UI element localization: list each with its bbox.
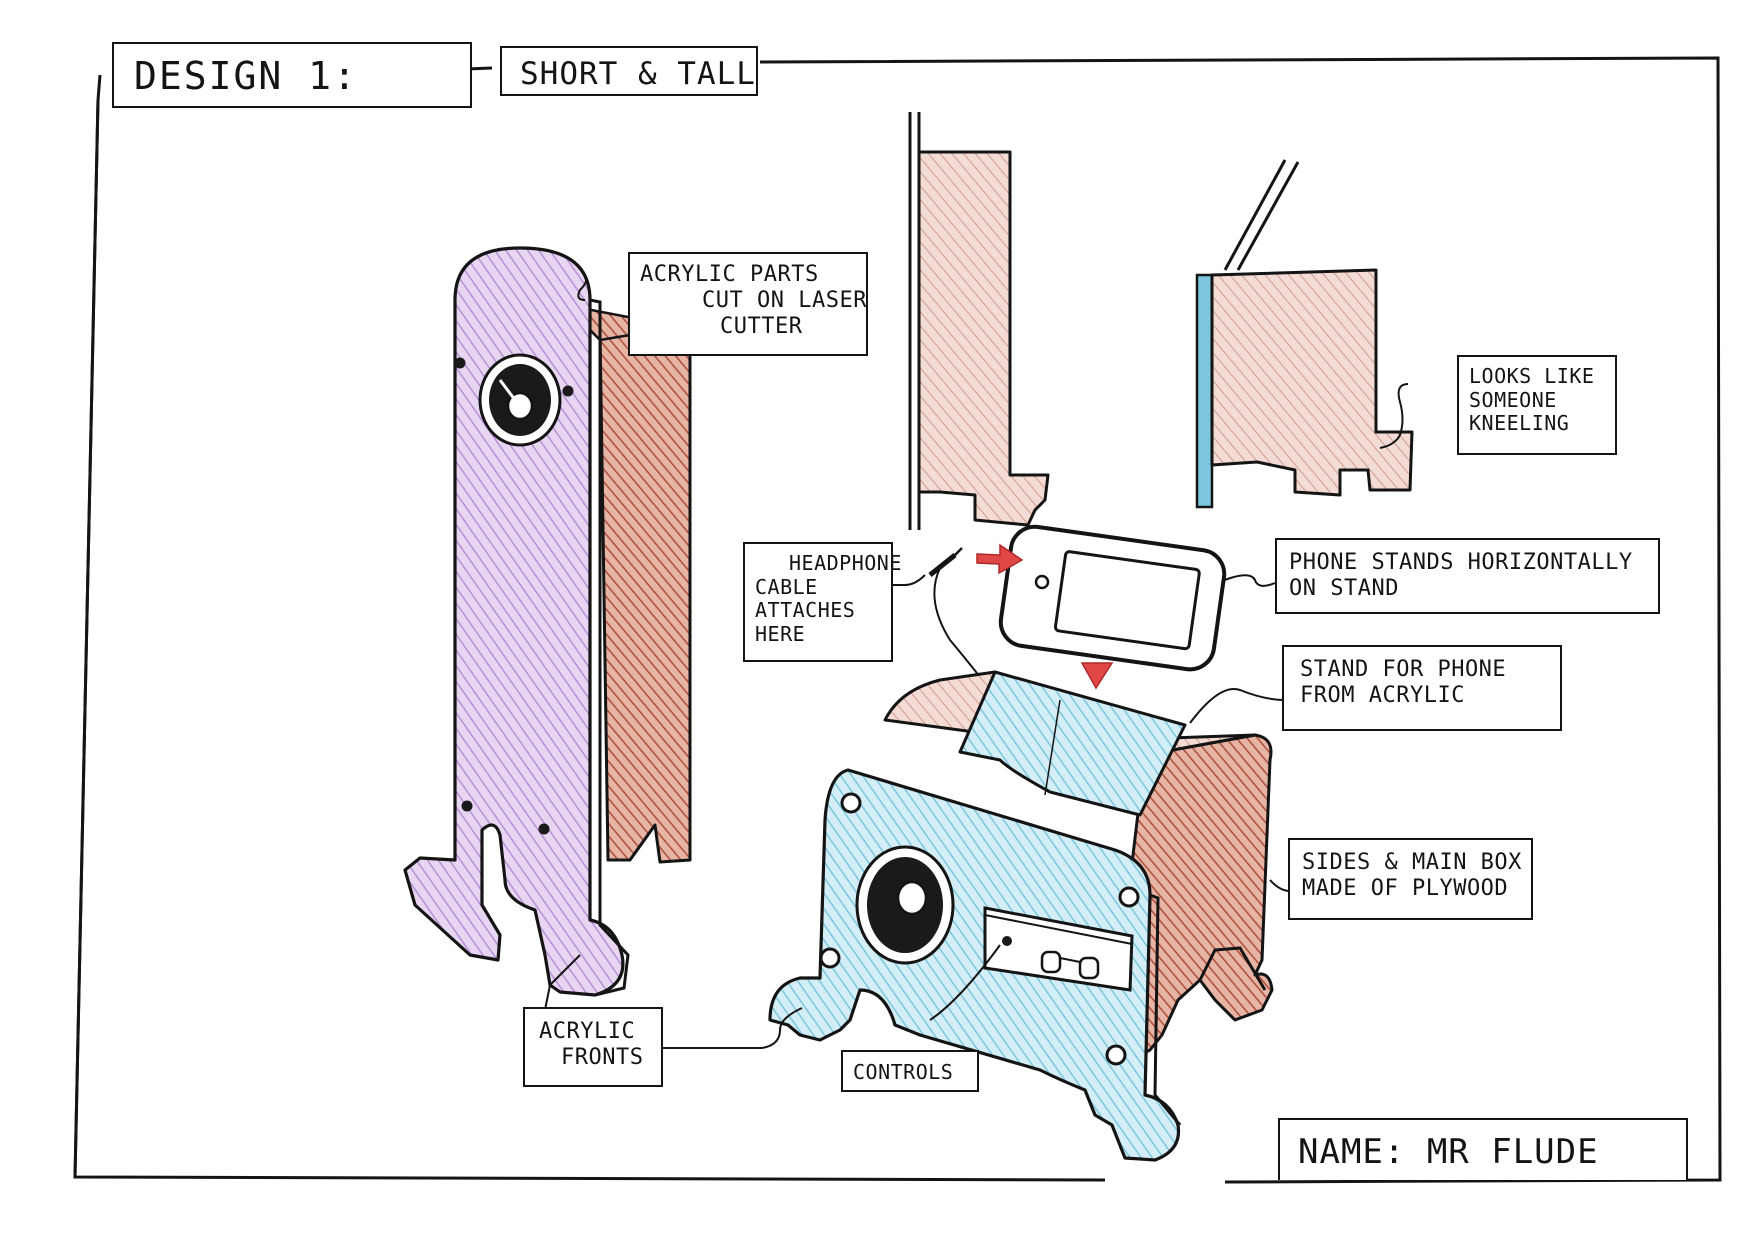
screw — [1118, 886, 1140, 908]
control-knob — [1078, 956, 1100, 980]
design-title: DESIGN 1: — [134, 54, 358, 98]
arrow-down-icon — [1080, 662, 1114, 690]
note-stand-for-phone: STAND FOR PHONE FROM ACRYLIC — [1282, 645, 1562, 731]
design-subtitle-box: SHORT & TALL — [500, 46, 758, 96]
border-left — [73, 99, 100, 1178]
phone-screen — [1053, 550, 1201, 651]
note-sides-main-box: SIDES & MAIN BOX MADE OF PLYWOOD — [1288, 838, 1533, 920]
leader-lines — [544, 274, 1409, 1049]
note-acrylic-fronts: ACRYLIC FRONTS — [523, 1007, 663, 1087]
short-speaker-woofer-cap — [896, 880, 928, 916]
short-speaker-sketch — [768, 670, 1274, 1162]
name-label: NAME: MR FLUDE — [1298, 1132, 1599, 1172]
design-title-box: DESIGN 1: — [112, 42, 472, 108]
note-acrylic-parts: ACRYLIC PARTS CUT ON LASER CUTTER — [628, 252, 868, 356]
tall-speaker-front-edge — [589, 298, 630, 997]
screw — [461, 800, 473, 812]
screw — [562, 385, 574, 397]
phone-home-button — [1034, 574, 1050, 590]
tall-profile-sketch — [908, 112, 1050, 530]
note-phone-stands: PHONE STANDS HORIZONTALLY ON STAND — [1275, 538, 1660, 614]
note-headphone: HEADPHONE CABLE ATTACHES HERE — [743, 542, 901, 662]
control-knob — [1040, 950, 1062, 974]
name-box: NAME: MR FLUDE — [1278, 1118, 1688, 1180]
screw — [819, 947, 841, 969]
screw — [840, 792, 862, 814]
short-profile-sketch — [1195, 159, 1414, 509]
screw — [538, 823, 550, 835]
note-controls: CONTROLS — [841, 1050, 979, 1092]
headphone-jack-sketch — [928, 547, 991, 691]
tall-speaker-sketch — [403, 246, 692, 997]
screw — [454, 357, 466, 369]
arrow-right-icon — [976, 543, 1024, 575]
note-looks-like: LOOKS LIKE SOMEONE KNEELING — [1457, 355, 1617, 455]
phone-stand-acrylic — [958, 670, 1187, 817]
phone-sketch — [998, 524, 1227, 672]
screw — [1105, 1044, 1127, 1066]
design-subtitle: SHORT & TALL — [520, 56, 756, 92]
tall-speaker-side — [586, 323, 692, 864]
tall-speaker-front — [403, 246, 625, 997]
